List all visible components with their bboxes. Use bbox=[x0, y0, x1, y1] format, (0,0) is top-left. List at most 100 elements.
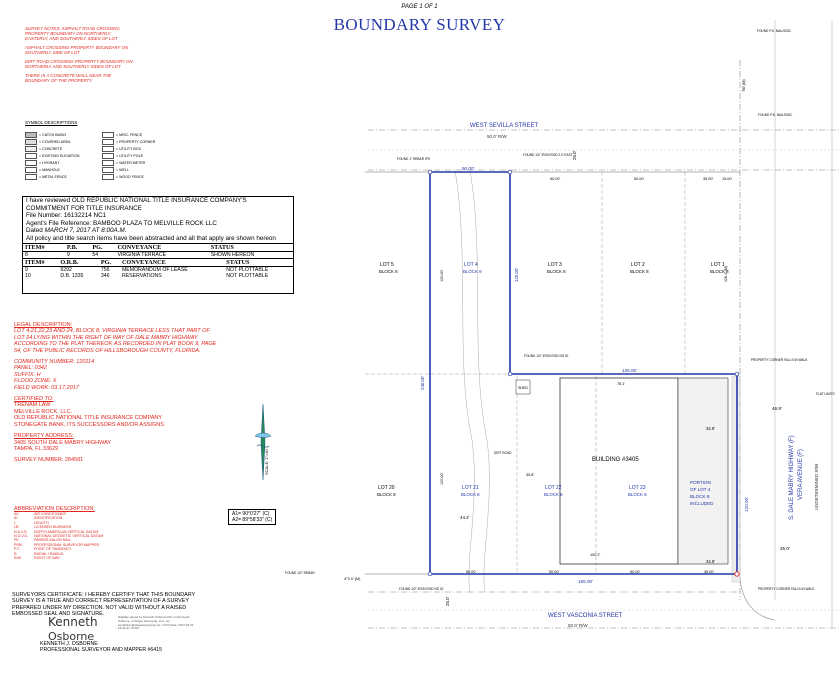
flood-zone: FLOOD ZONE: X bbox=[14, 378, 57, 385]
table-cell: SHOWN HEREON bbox=[210, 251, 255, 258]
abbreviation-meaning: POINT OF TANGENCY bbox=[34, 547, 72, 552]
dim-349b: 34.9' bbox=[706, 559, 715, 564]
dim-top-lot4: 50.00' bbox=[462, 166, 474, 171]
legend-item: = WELL bbox=[102, 166, 175, 173]
lot-2-block: BLOCK 8 bbox=[630, 269, 649, 274]
certified-party: MELVILLE ROCK, LLC. bbox=[14, 408, 72, 415]
abbreviation-code: PSM bbox=[14, 542, 22, 547]
dated-label: Dated bbox=[26, 227, 43, 235]
legend-label: = CATCH BASIN bbox=[39, 132, 66, 137]
legend-label: = COVERED AREA bbox=[39, 139, 71, 144]
abbreviation-row: N.A.V.D.NORTH AMERICAN VERTICAL DATUM bbox=[14, 530, 134, 534]
legend-swatch-icon bbox=[25, 159, 37, 166]
sw-rebar: FOUND 1/2" REBAR bbox=[285, 571, 315, 575]
lot-2-label: LOT 2 bbox=[631, 262, 645, 268]
dim-358: 35.8' bbox=[526, 473, 534, 477]
dim-b35: 35.00' bbox=[704, 570, 715, 574]
shed-outline bbox=[515, 379, 531, 395]
dim-north-offset: 25.0' bbox=[572, 150, 577, 160]
legend-swatch-icon bbox=[102, 138, 114, 145]
lot-5-block: BLOCK 8 bbox=[379, 269, 398, 274]
legend-label: = EXISTING ELEVATION bbox=[39, 153, 80, 158]
abbreviation-meaning: IDENTIFICATION bbox=[34, 516, 63, 521]
digital-signature: Digitally signed by Kenneth Osborne DN: … bbox=[118, 615, 194, 631]
survey-notes: SURVEY NOTES: ASPHALT ROAD CROSSING PROP… bbox=[25, 26, 135, 87]
legend-label: = WELL bbox=[116, 167, 129, 172]
dim-135: 135.00' bbox=[622, 368, 637, 373]
sidewalk-east bbox=[731, 375, 741, 583]
portion-label-3: BLOCK 8 bbox=[690, 494, 710, 499]
table-header: PG. bbox=[98, 257, 120, 267]
building-outline bbox=[559, 377, 679, 565]
property-corner-icon bbox=[427, 169, 433, 175]
abbreviation-code: R bbox=[14, 551, 17, 556]
legend-item: = UTILITY BOX bbox=[102, 145, 175, 152]
abbreviation-meaning: PARKER KALON NAIL bbox=[34, 538, 71, 543]
surveyor-title: PROFESSIONAL SURVEYOR AND MAPPER #6415 bbox=[40, 647, 162, 653]
table-cell: NOT PLOTTABLE bbox=[226, 273, 269, 280]
abbreviation-code: L bbox=[14, 520, 16, 525]
legend-item: = COVERED AREA bbox=[25, 138, 98, 145]
legend-swatch-icon bbox=[25, 166, 37, 173]
found-sw: FOUND 1/2" IRON ROD NO ID bbox=[399, 587, 444, 591]
commitment-line-2: COMMITMENT FOR TITLE INSURANCE bbox=[26, 204, 142, 212]
abbreviation-row: N.G.V.D.NATIONAL GEODETIC VERTICAL DATUM bbox=[14, 534, 134, 538]
east-rw-label: UNDETERMINED R/W bbox=[814, 463, 819, 510]
abbreviation-meaning: NORTH AMERICAN VERTICAL DATUM bbox=[34, 529, 99, 534]
table-header: O.R.B. bbox=[58, 257, 99, 267]
lot-23-label: LOT 23 bbox=[629, 485, 646, 491]
dim-165: 165.00' bbox=[578, 579, 593, 584]
legend-item: = EXISTING ELEVATION bbox=[25, 152, 98, 159]
dim-442: 44.2' bbox=[460, 515, 470, 520]
property-corner-icon bbox=[507, 371, 513, 377]
legend-swatch-icon bbox=[102, 131, 114, 138]
legend-grid: = CATCH BASIN= MISC. FENCE= COVERED AREA… bbox=[25, 131, 175, 180]
surveyor-name: KENNETH J. OSBORNE bbox=[40, 641, 98, 647]
table-cell: 756 bbox=[100, 266, 110, 273]
dated-line: Dated MARCH 7, 2017 AT 8:00A.M. bbox=[23, 227, 293, 235]
legend-swatch-icon bbox=[25, 145, 37, 152]
angle-a2: A2= 89°58'33" (C) bbox=[232, 517, 273, 523]
lot-3-label: LOT 3 bbox=[548, 262, 562, 268]
dim-lot20: 120.00' bbox=[440, 472, 444, 485]
table-header: ITEM# bbox=[23, 242, 65, 252]
dim-b50a: 50.00' bbox=[466, 570, 477, 574]
dim-top-lot1a: 35.00' bbox=[703, 177, 714, 181]
table-cell: NOT PLOTTABLE bbox=[226, 266, 269, 273]
file-number: File Number: 16132214 NC1 bbox=[26, 212, 107, 220]
property-corner-icon bbox=[734, 571, 740, 577]
legend-label: = WATER METER bbox=[116, 160, 146, 165]
legend-swatch-icon bbox=[25, 152, 37, 159]
building-label: BUILDING #3405 bbox=[592, 457, 639, 463]
dim-side-120: 120.00' bbox=[744, 497, 749, 512]
dim-781: 78.1' bbox=[617, 382, 625, 386]
dirt-road-label: DIRT ROAD bbox=[494, 451, 512, 455]
abbreviation-row: P.T.POINT OF TANGENCY bbox=[14, 547, 134, 551]
dim-east-250: 25.0' bbox=[780, 546, 790, 551]
table-header: CONVEYANCE bbox=[115, 242, 209, 252]
building-annex bbox=[677, 377, 729, 565]
dim-top-lot3: 50.00' bbox=[550, 177, 561, 181]
address-heading: PROPERTY ADDRESS: bbox=[14, 433, 74, 440]
page-number: PAGE 1 OF 1 bbox=[401, 4, 438, 10]
dim-lot4: 120.00' bbox=[440, 269, 444, 282]
certified-party: TRENAM LAW bbox=[14, 402, 51, 409]
angle-a1: A1= 90°0'27" (C) bbox=[232, 511, 270, 517]
policy-note: All policy and title search items have b… bbox=[26, 234, 276, 242]
table-header: STATUS bbox=[208, 242, 293, 252]
legend-label: = METAL FENCE bbox=[39, 174, 67, 179]
lot-3-block: BLOCK 8 bbox=[547, 269, 566, 274]
found-mid: FOUND 1/2" IRON ROD NO ID bbox=[524, 354, 569, 358]
legend-swatch-icon bbox=[102, 159, 114, 166]
legend-swatch-icon bbox=[25, 173, 37, 180]
note-4: THERE IS A CONCRETE WALL NEAR THE BOUNDA… bbox=[25, 72, 112, 84]
dirt-road-edge-2 bbox=[469, 169, 490, 593]
dim-1002: 100.2' bbox=[590, 553, 601, 557]
